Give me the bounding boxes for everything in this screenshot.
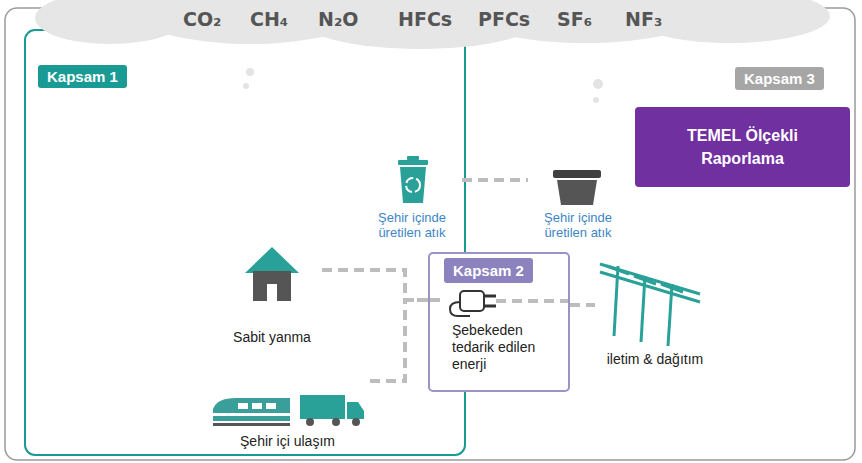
- power-pole: [614, 266, 618, 336]
- gas-label: N₂O: [318, 8, 358, 30]
- recycle-symbol: [406, 178, 420, 192]
- waste-bin-icon: [553, 170, 601, 205]
- truck-wheel: [332, 418, 340, 426]
- cloud-dot: [593, 79, 603, 89]
- house-roof: [245, 247, 299, 273]
- scope-tag: Kapsam 1: [38, 65, 127, 88]
- gas-label: CH₄: [250, 8, 288, 30]
- scope3-region: Şehir içinde üretilen atıkSabit yanmaŞeh…: [5, 8, 855, 460]
- train-body: [213, 398, 290, 421]
- waste-node: Şehir içinde üretilen atık: [528, 155, 628, 245]
- gas-label: PFCs: [478, 8, 530, 30]
- dashed-connector: [322, 270, 428, 300]
- truck-icon: [300, 395, 364, 426]
- house-icon: [245, 247, 299, 301]
- dashed-lead: [430, 298, 442, 302]
- bin-lid: [553, 170, 601, 178]
- train-icon: [213, 398, 290, 426]
- house-door: [267, 284, 277, 301]
- dashed-connector: [370, 300, 428, 381]
- bin-handle: [407, 156, 419, 160]
- node-caption: Şehir içinde üretilen atık: [528, 210, 628, 241]
- stationary-node: Sabit yanma: [222, 245, 322, 350]
- gas-label: CO₂: [183, 8, 221, 30]
- truck-cargo: [300, 395, 345, 419]
- plug-body: [460, 291, 484, 311]
- basic-reporting-box: TEMEL Ölçekli Raporlama: [635, 107, 850, 187]
- node-caption: Şebekeden tedarik edilen enerji: [452, 322, 548, 372]
- gas-label: SF₆: [557, 8, 592, 30]
- train-window: [252, 403, 262, 409]
- power-pole: [641, 276, 645, 342]
- scope2-box: Kapsam 2 Şebekeden tedarik edilen enerji: [428, 252, 570, 392]
- node-caption: iletim & dağıtım: [595, 351, 715, 368]
- scope1-region: Şehir içinde üretilen atıkSabit yanmaŞeh…: [25, 30, 465, 455]
- gas-cloud: [35, 0, 830, 49]
- train-stripe: [213, 413, 290, 416]
- cloud-dot: [243, 83, 249, 89]
- cloud-dots: [243, 68, 603, 103]
- truck-cab: [347, 402, 364, 419]
- scope-tag: Kapsam 3: [735, 67, 824, 90]
- transmission-node: iletim & dağıtım: [595, 262, 715, 372]
- power-pole: [668, 284, 672, 346]
- power-wire: [600, 264, 700, 294]
- power-line-icon: [600, 264, 700, 346]
- gas-label: HFCs: [398, 8, 452, 30]
- bin-lid: [398, 160, 428, 165]
- truck-wheel: [352, 418, 360, 426]
- plug-prongs: [484, 296, 496, 306]
- truck-wheel: [306, 418, 314, 426]
- scope1-outline: [25, 30, 465, 455]
- box-title: TEMEL Ölçekli Raporlama: [657, 124, 828, 170]
- bin-body: [557, 180, 597, 205]
- node-caption: Sabit yanma: [222, 329, 322, 346]
- gas-label: NF₃: [625, 8, 662, 30]
- node-caption: Şehir içi ulaşım: [205, 433, 370, 450]
- power-crossbar: [607, 266, 683, 292]
- train-window: [238, 403, 248, 409]
- train-rail: [213, 423, 290, 426]
- node-caption: Şehir içinde üretilen atık: [362, 210, 462, 241]
- dashed-connector: [570, 303, 595, 307]
- house-body: [253, 271, 291, 301]
- scope-tag: Kapsam 2: [444, 258, 533, 283]
- recycle-bin-icon: [398, 156, 428, 203]
- train-window: [266, 403, 276, 409]
- bin-body: [400, 167, 426, 203]
- scope3-frame: [5, 8, 855, 460]
- dashed-connector: [462, 178, 528, 182]
- dashed-lead: [496, 299, 568, 303]
- cloud-dot: [593, 97, 599, 103]
- cloud-dot: [246, 68, 254, 76]
- waste-node: Şehir içinde üretilen atık: [362, 155, 462, 245]
- transport-node: Şehir içi ulaşım: [205, 372, 370, 454]
